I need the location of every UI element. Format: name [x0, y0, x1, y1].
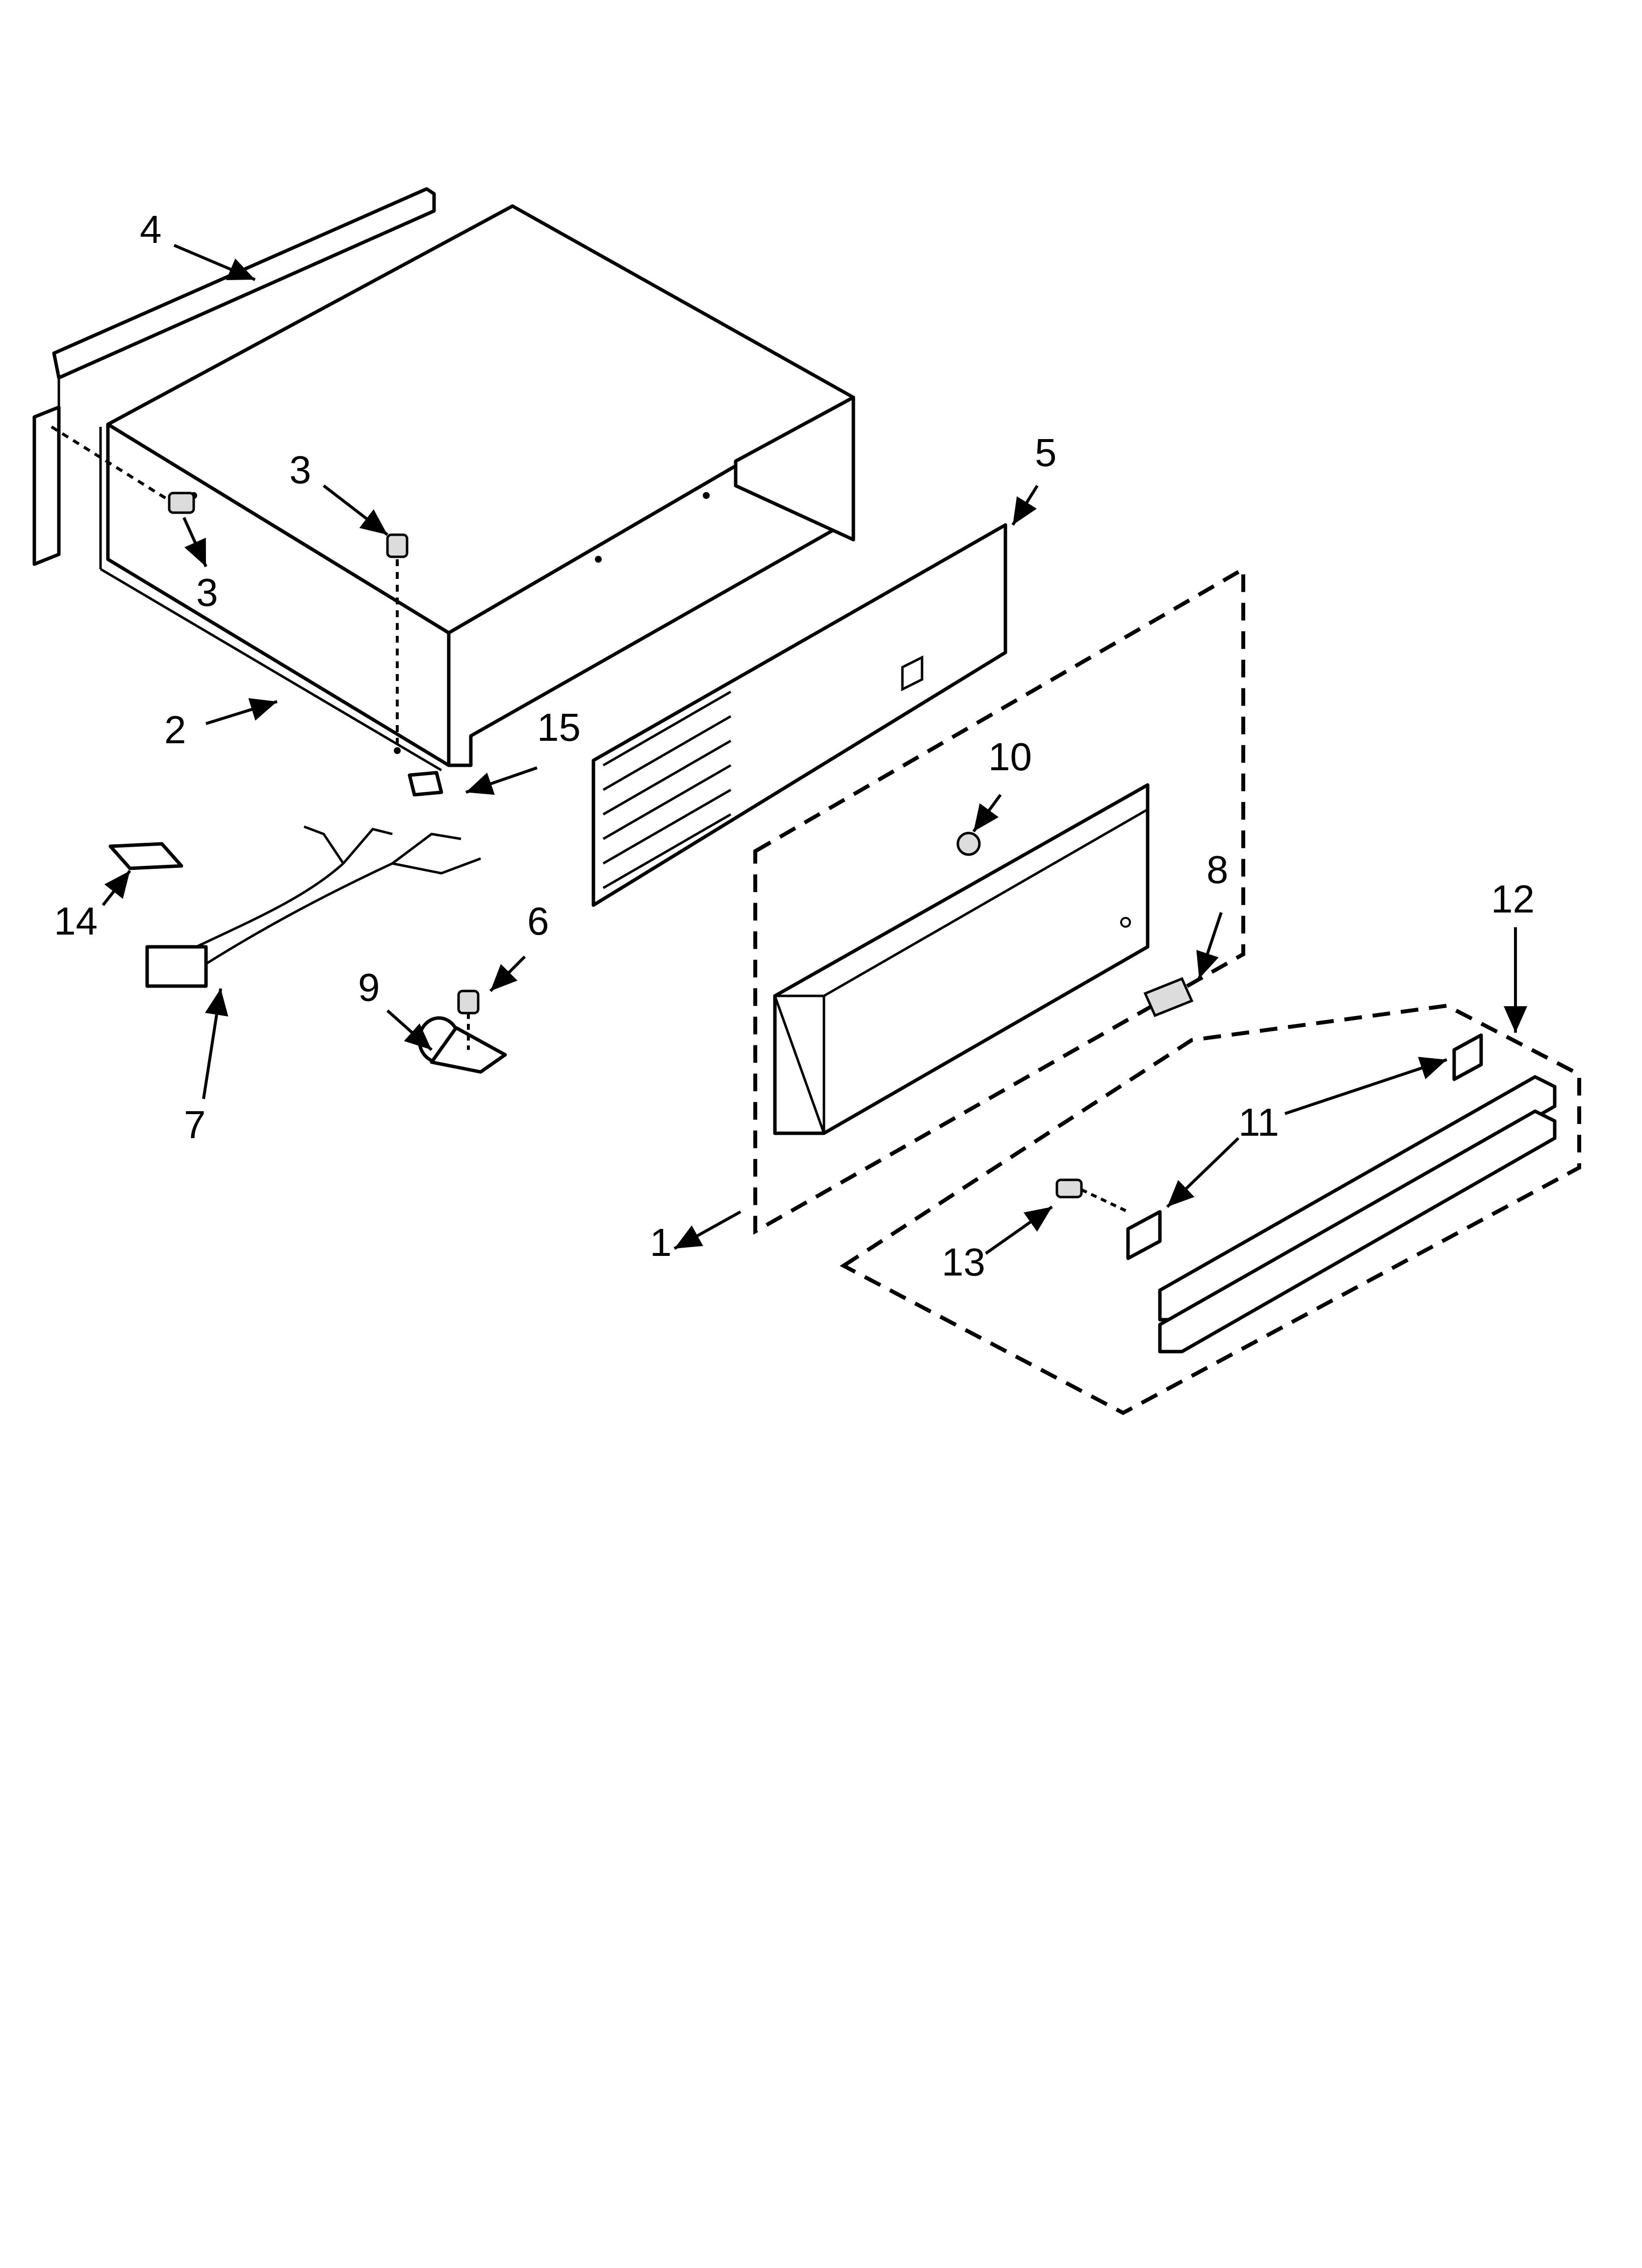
callout-11: 11 [1238, 1100, 1279, 1144]
callout-7: 7 [184, 1103, 206, 1147]
callout-8: 8 [1206, 848, 1229, 891]
wiring-harness-part [145, 825, 481, 988]
callout-6: 6 [527, 899, 549, 943]
callout-leaders [102, 244, 1527, 1255]
callout-labels: 1 2 3 3 4 5 6 7 8 9 10 11 12 13 14 15 [54, 208, 1535, 1284]
cover-panel-part [591, 523, 1007, 907]
kick-plate-part [773, 783, 1150, 1135]
callout-15: 15 [537, 705, 581, 749]
callout-9: 9 [358, 965, 380, 1009]
callout-1: 1 [650, 1221, 672, 1264]
kit-1-boundary [753, 566, 1245, 1235]
callout-4: 4 [140, 208, 162, 251]
kit-12-boundary [840, 1003, 1581, 1415]
bracket-lower-part [1126, 1210, 1162, 1260]
nut-part [956, 832, 981, 856]
bracket-screw-part [1055, 1178, 1129, 1213]
panel-vent-grille [602, 690, 732, 889]
callout-10: 10 [988, 735, 1032, 779]
cable-clamp-part [417, 1016, 507, 1074]
rear-rail-part [32, 187, 436, 566]
callout-3a: 3 [289, 448, 311, 492]
bracket-upper-part [1452, 1033, 1483, 1081]
callout-5: 5 [1035, 431, 1057, 474]
clamp-screw-part [457, 990, 480, 1050]
terminal-block-part [408, 771, 443, 797]
callout-13: 13 [942, 1240, 985, 1284]
screw-top-part [386, 533, 409, 746]
trim-piece-part [1143, 977, 1194, 1017]
callout-2: 2 [164, 708, 186, 752]
callout-3b: 3 [196, 571, 218, 614]
toe-kick-bars-part [1158, 1075, 1557, 1354]
callout-14: 14 [54, 899, 98, 943]
callout-12: 12 [1491, 877, 1535, 921]
screw-left-part [51, 425, 195, 514]
base-housing-part [99, 204, 855, 772]
harness-clip-part [108, 842, 183, 870]
